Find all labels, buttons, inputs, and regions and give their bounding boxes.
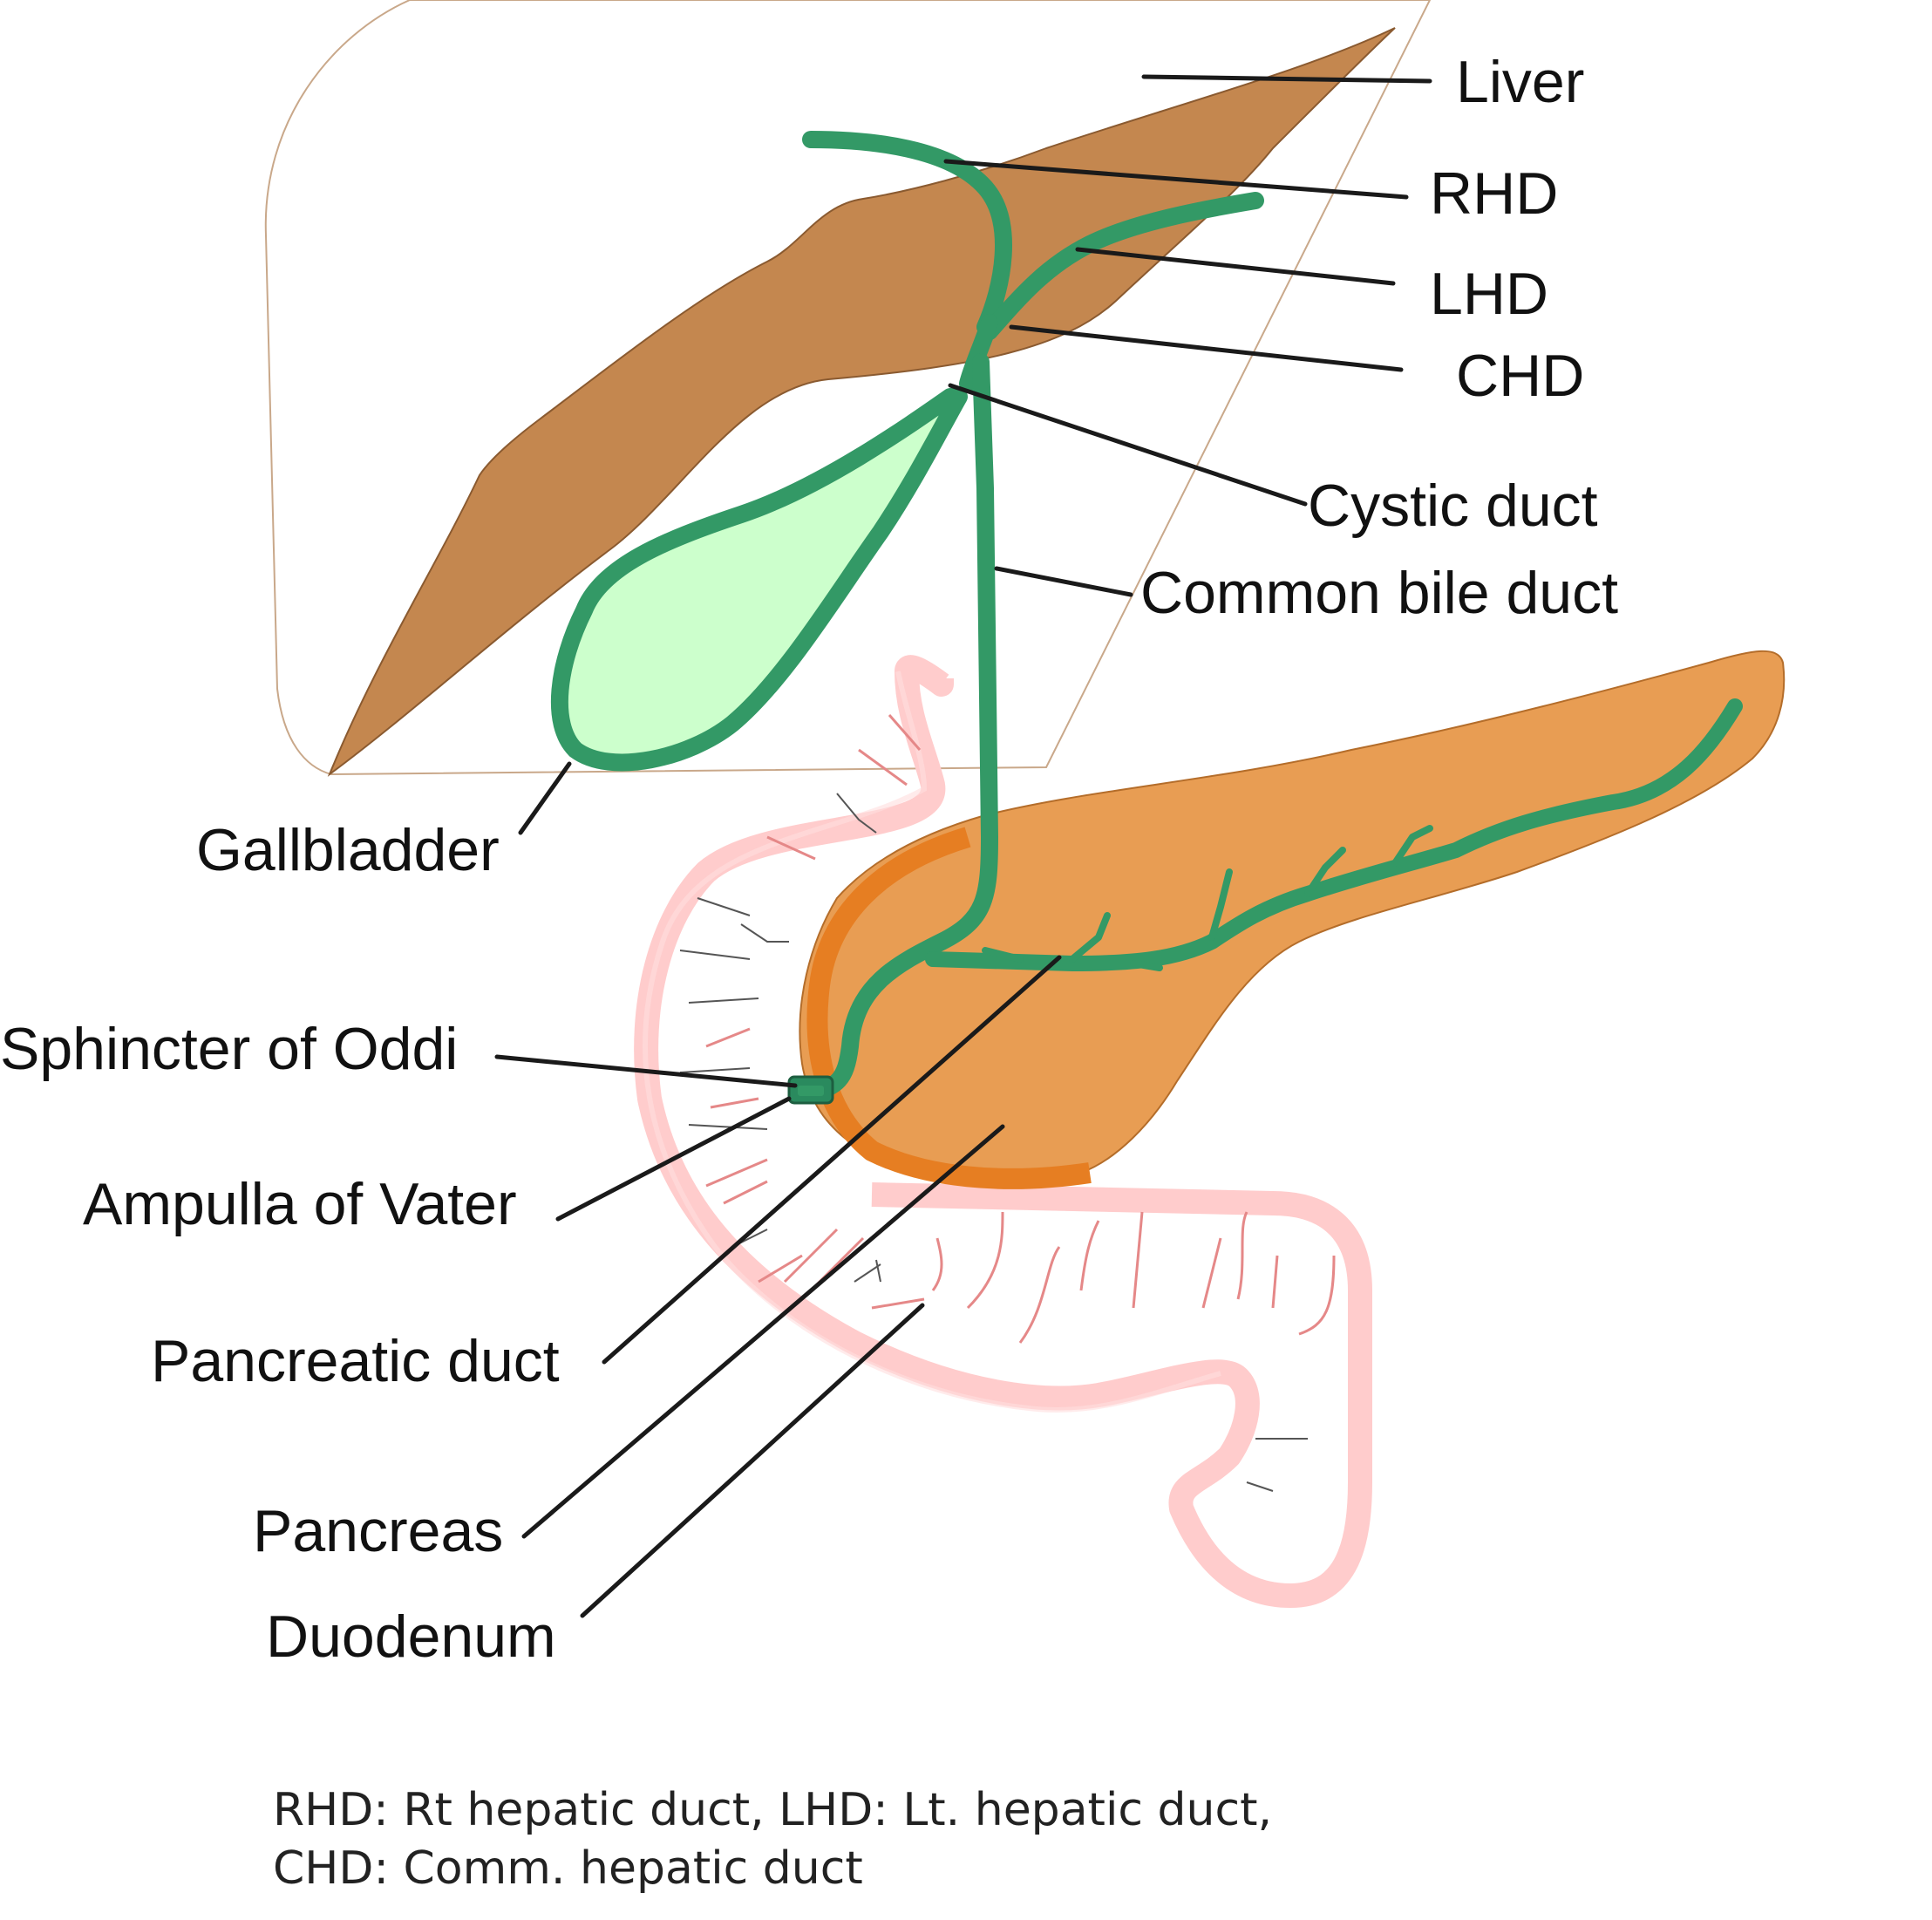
duodenum-folds bbox=[679, 714, 1336, 1492]
bile-ducts bbox=[802, 131, 1743, 1103]
leader-lhd bbox=[1075, 247, 1396, 286]
leader-liver bbox=[1141, 74, 1432, 84]
labels: Liver RHD LHD CHD Cystic duct Common bil… bbox=[0, 49, 1618, 1670]
leader-chd bbox=[1009, 324, 1404, 372]
label-ampulla-of-vater: Ampulla of Vater bbox=[83, 1171, 517, 1237]
leader-pancreas bbox=[521, 1124, 1005, 1539]
pancreatic-branch-4 bbox=[1208, 868, 1233, 941]
pancreatic-branch-2 bbox=[1069, 912, 1111, 963]
pancreatic-branch-6 bbox=[1391, 825, 1433, 867]
label-cystic-duct: Cystic duct bbox=[1308, 473, 1598, 539]
pancreatic-branch-3 bbox=[1130, 960, 1163, 971]
left-hepatic-duct bbox=[981, 192, 1264, 340]
caption-line-2: CHD: Comm. hepatic duct bbox=[273, 1842, 863, 1895]
leader-gallbladder bbox=[518, 761, 572, 835]
leader-duodenum bbox=[580, 1303, 925, 1618]
caption: RHD: Rt hepatic duct, LHD: Lt. hepatic d… bbox=[273, 1784, 1272, 1895]
label-lhd: LHD bbox=[1430, 261, 1548, 327]
label-pancreatic-duct: Pancreatic duct bbox=[151, 1328, 560, 1394]
pancreatic-branch-5 bbox=[1304, 847, 1346, 897]
label-liver: Liver bbox=[1456, 49, 1584, 115]
caption-line-1: RHD: Rt hepatic duct, LHD: Lt. hepatic d… bbox=[273, 1784, 1272, 1836]
label-sphincter-of-oddi: Sphincter of Oddi bbox=[0, 1016, 458, 1082]
liver-shape bbox=[327, 27, 1396, 777]
gallbladder-shape bbox=[550, 388, 968, 772]
leader-ampulla bbox=[555, 1096, 792, 1222]
right-hepatic-duct bbox=[802, 131, 1012, 336]
leader-pancreatic-duct bbox=[602, 955, 1062, 1365]
leader-common-bile-duct bbox=[994, 566, 1133, 597]
leader-rhd bbox=[943, 159, 1409, 200]
label-pancreas: Pancreas bbox=[253, 1498, 503, 1564]
label-common-bile-duct: Common bile duct bbox=[1140, 560, 1618, 626]
label-chd: CHD bbox=[1456, 343, 1584, 409]
pancreatic-branch-1 bbox=[982, 947, 1024, 963]
leader-lines bbox=[494, 74, 1432, 1618]
common-bile-duct bbox=[802, 353, 998, 1103]
duodenum-outer bbox=[643, 671, 1221, 1413]
label-rhd: RHD bbox=[1430, 160, 1558, 227]
duodenum-shape bbox=[634, 655, 1372, 1608]
label-duodenum: Duodenum bbox=[266, 1603, 556, 1670]
leader-sphincter bbox=[494, 1054, 798, 1088]
pancreatic-duct-main bbox=[925, 698, 1743, 971]
leader-cystic-duct bbox=[948, 383, 1308, 507]
label-gallbladder: Gallbladder bbox=[196, 817, 500, 883]
sphincter-of-oddi bbox=[787, 1075, 834, 1105]
